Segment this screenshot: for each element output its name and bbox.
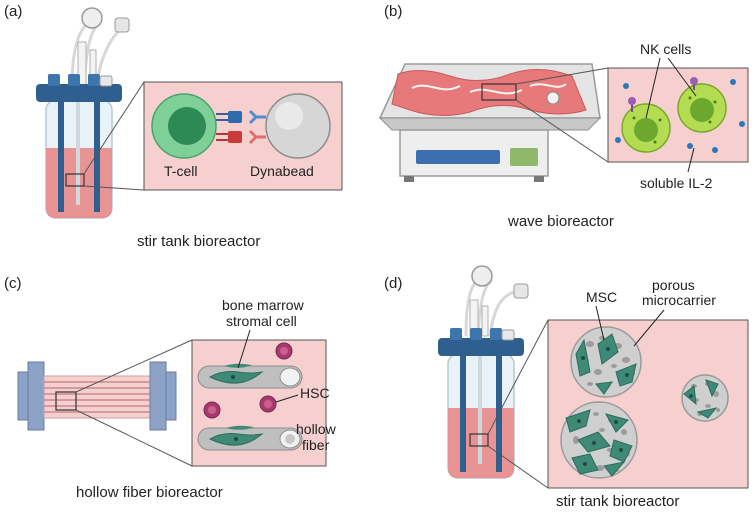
pointer-line xyxy=(275,394,299,403)
il-2-label: soluble IL-2 xyxy=(640,175,713,191)
msc-cell xyxy=(565,409,633,477)
hsc-cell xyxy=(203,342,293,419)
stir-tank-tubing xyxy=(464,265,529,337)
hollow-fiber-cartridge xyxy=(17,361,177,431)
stir-tank-vessel xyxy=(438,328,524,479)
zoom-box xyxy=(469,433,489,447)
carrier-label-line1: porous xyxy=(652,277,695,293)
panel-d-caption: stir tank bioreactor xyxy=(556,493,679,510)
zoom-line xyxy=(75,409,193,467)
zoom-line xyxy=(83,81,145,175)
panel-d-label: (d) xyxy=(384,275,402,292)
panel-b-label: (b) xyxy=(384,3,402,20)
panel-c-caption: hollow fiber bioreactor xyxy=(76,484,223,501)
hsc-label: HSC xyxy=(300,385,330,401)
pointer-line xyxy=(645,57,661,119)
zoom-box xyxy=(55,391,77,411)
pointer-line xyxy=(595,305,605,341)
stromal-label-line2: stromal cell xyxy=(226,313,297,329)
pointer-line xyxy=(687,147,695,173)
panel-a: (a) xyxy=(4,3,343,250)
nk-cells-label: NK cells xyxy=(640,41,691,57)
panel-b: (b) xyxy=(378,3,749,230)
zoom-line xyxy=(515,99,609,163)
zoom-line xyxy=(487,319,549,435)
zoom-line xyxy=(487,445,549,489)
panel-a-label: (a) xyxy=(4,3,22,20)
pointer-line xyxy=(633,309,665,347)
fiber-label-line1: hollow xyxy=(296,421,337,437)
valve-icon xyxy=(114,17,130,33)
zoom-line xyxy=(515,67,609,85)
pointer-line xyxy=(237,329,251,369)
vessel-lid xyxy=(438,338,524,356)
msc-cell xyxy=(683,379,719,419)
zoom-box xyxy=(65,173,85,187)
dynabead xyxy=(265,93,331,159)
zoom-line xyxy=(75,339,193,393)
panel-b-caption: wave bioreactor xyxy=(507,213,614,230)
receptor-antibody-icon xyxy=(216,109,266,145)
t-cell-label: T-cell xyxy=(164,163,197,179)
msc-cell xyxy=(575,333,637,395)
panel-a-caption: stir tank bioreactor xyxy=(137,233,260,250)
zoom-box xyxy=(481,83,517,101)
dynabead-label: Dynabead xyxy=(250,163,314,179)
filter-icon xyxy=(81,7,103,29)
stromal-cell xyxy=(208,363,264,446)
filter-icon xyxy=(471,265,493,287)
t-cell xyxy=(151,93,217,159)
valve-icon xyxy=(513,283,529,299)
wave-bioreactor-device xyxy=(378,63,602,182)
panel-c-label: (c) xyxy=(4,275,22,292)
nk-cell xyxy=(677,83,727,133)
stromal-label-line1: bone marrow xyxy=(222,297,305,313)
stir-tank-vessel xyxy=(36,74,122,219)
il-2-icon xyxy=(615,79,745,153)
nk-cell xyxy=(621,103,671,153)
carrier-label-line2: microcarrier xyxy=(642,292,716,308)
msc-label: MSC xyxy=(586,289,617,305)
display-panel xyxy=(416,150,500,164)
culture-bag xyxy=(391,68,587,116)
receptor-icon xyxy=(628,77,698,112)
panel-d: (d) xyxy=(384,265,749,510)
zoom-line xyxy=(83,185,145,191)
panel-c: (c) xyxy=(4,275,337,501)
pointer-line xyxy=(667,57,697,97)
vessel-lid xyxy=(36,84,122,102)
fiber-label-line2: fiber xyxy=(302,437,330,453)
